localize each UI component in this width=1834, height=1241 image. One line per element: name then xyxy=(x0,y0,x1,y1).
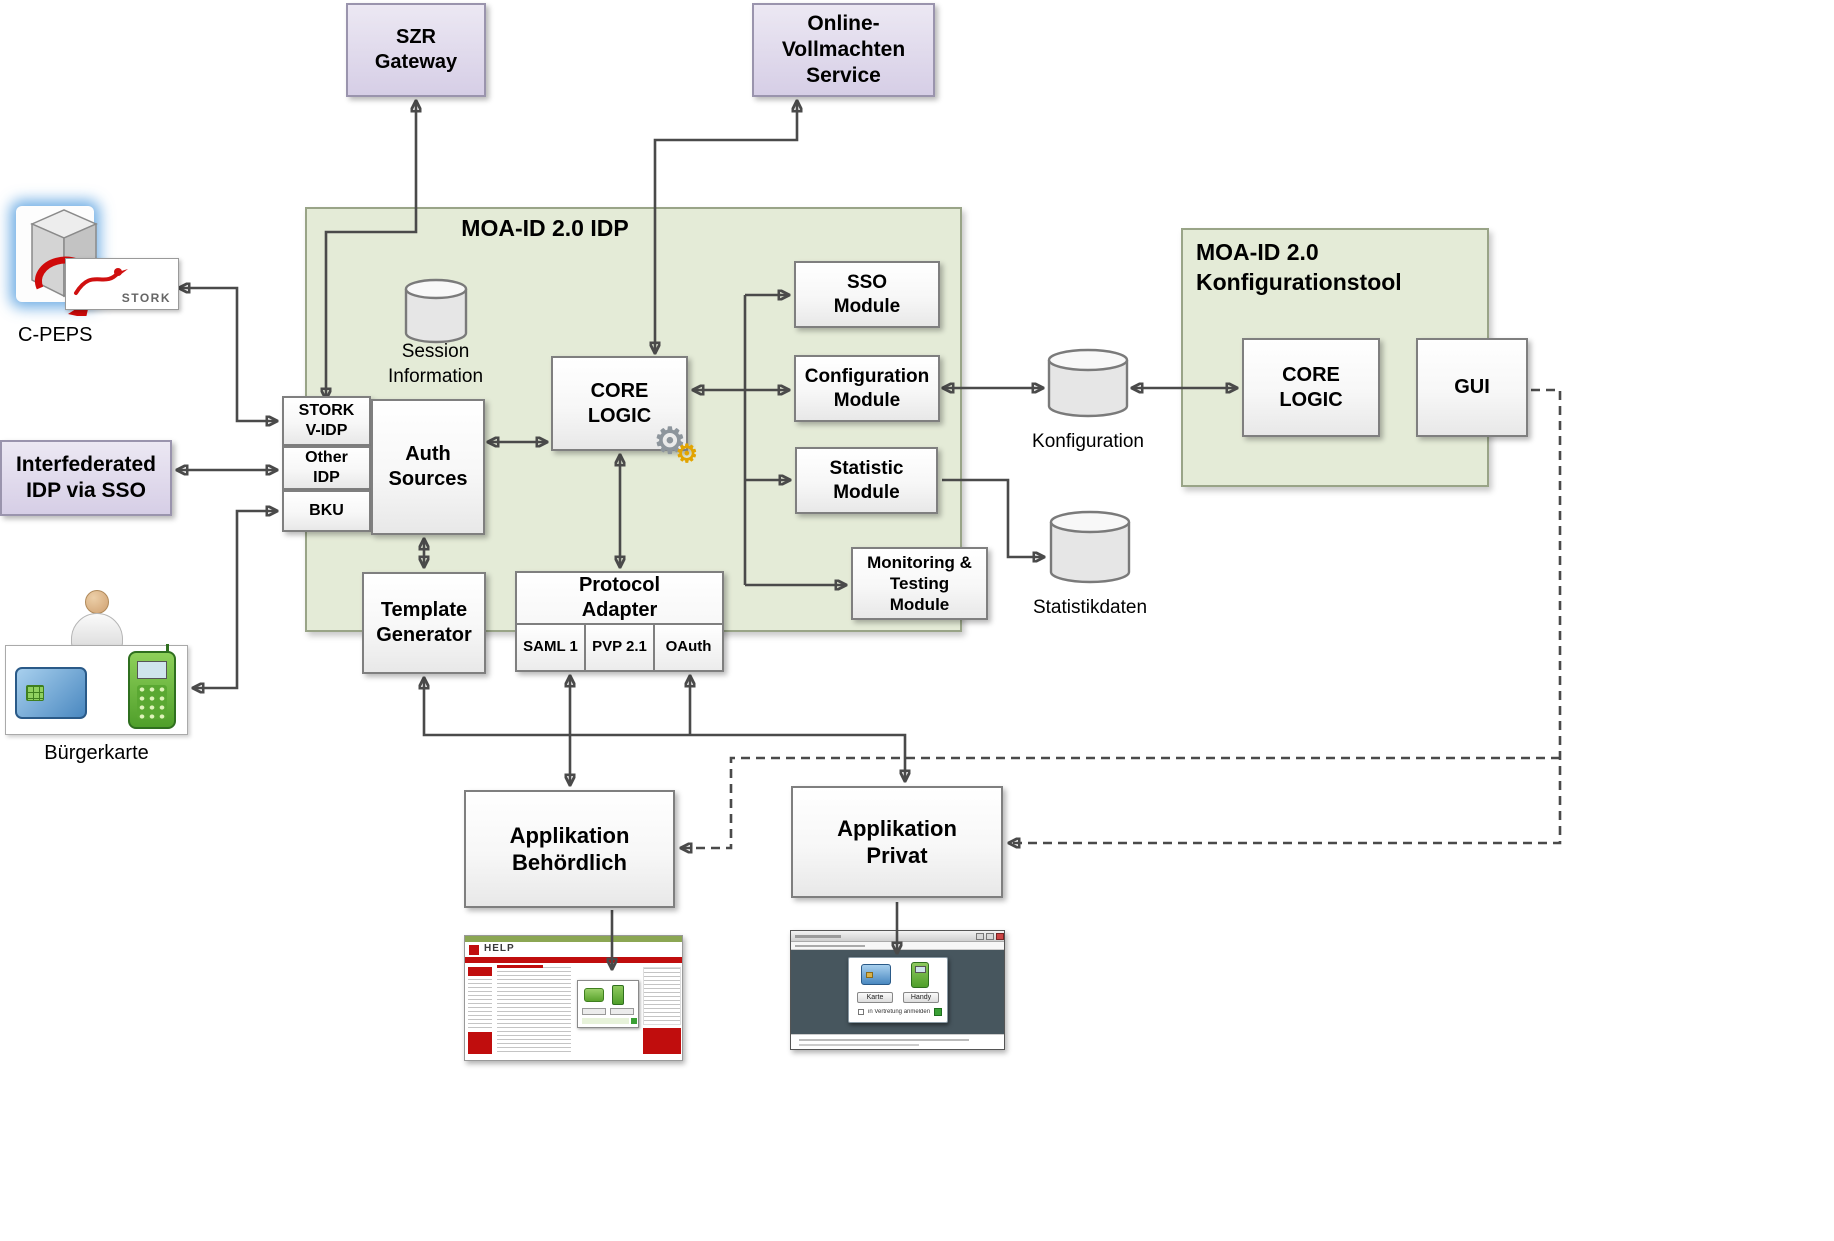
statusbar-text2 xyxy=(799,1044,919,1046)
protocol-saml1: SAML 1 xyxy=(517,625,584,670)
other-idp-node: Other IDP xyxy=(282,446,371,490)
konfigurationstool-title: MOA-ID 2.0 Konfigurationstool xyxy=(1196,239,1402,295)
mini-ok-icon xyxy=(631,1018,637,1024)
help-login-popup xyxy=(577,980,639,1028)
mini-checkbox-row xyxy=(582,1018,629,1024)
help-right-red-block xyxy=(643,1028,681,1054)
applikation-behoerdlich-node: Applikation Behördlich xyxy=(464,790,675,908)
core-logic-idp-node: CORE LOGIC ⚙ ⚙ xyxy=(551,356,698,467)
help-logo-icon xyxy=(469,945,479,955)
connector-statistic-statistikdaten xyxy=(942,478,1043,557)
phone-keypad xyxy=(137,685,167,719)
mini-handy-button xyxy=(610,1008,634,1015)
phone-screen xyxy=(915,966,926,973)
smartcard-icon xyxy=(15,667,87,719)
konfiguration-label: Konfiguration xyxy=(1032,431,1144,452)
sso-module-node: SSO Module xyxy=(794,261,940,328)
session-information-db-icon xyxy=(404,278,468,344)
stork-logo-label: STORK xyxy=(121,291,171,305)
buergerkarte-label: Bürgerkarte xyxy=(44,742,149,764)
core-logic-idp-label: CORE LOGIC xyxy=(587,379,652,427)
vertretung-checkbox xyxy=(858,1009,864,1015)
stork-vidp-node: STORK V-IDP xyxy=(282,396,371,446)
szr-gateway-node: SZR Gateway xyxy=(346,3,486,97)
close-icon xyxy=(996,933,1004,940)
help-left-red-block2 xyxy=(468,1032,492,1054)
statistikdaten-db-icon xyxy=(1049,510,1131,584)
phone-screen xyxy=(137,661,167,679)
connector-gui-appprivat-dashed xyxy=(1010,388,1562,843)
help-left-column xyxy=(468,967,492,1029)
login-dialog: Karte Handy in Vertretung anmelden xyxy=(848,957,948,1023)
protocol-adapter-node: Protocol Adapter SAML 1 PVP 2.1 OAuth xyxy=(515,571,724,672)
protocol-pvp21: PVP 2.1 xyxy=(584,625,653,670)
vertretung-label: in Vertretung anmelden xyxy=(868,1009,930,1015)
statistic-module-node: Statistic Module xyxy=(795,447,938,514)
cpeps-icon: STORK xyxy=(10,200,185,320)
handy-button: Handy xyxy=(903,992,939,1003)
mini-karte-button xyxy=(582,1008,606,1015)
connector-templategen-appprivat xyxy=(424,679,905,780)
secure-badge-icon xyxy=(934,1008,942,1016)
template-generator-node: Template Generator xyxy=(362,572,486,674)
auth-sources-node: Auth Sources xyxy=(371,399,485,535)
help-navbar xyxy=(465,957,682,963)
help-topbar xyxy=(465,936,682,942)
statistikdaten-label: Statistikdaten xyxy=(1032,597,1148,618)
buergerkarte-icon xyxy=(5,585,195,737)
stork-badge: STORK xyxy=(65,258,179,310)
help-portal-screenshot: HELP xyxy=(464,935,683,1061)
maximize-icon xyxy=(986,933,994,940)
connector-cpeps-storkvidp xyxy=(180,288,276,421)
help-heading-bar xyxy=(497,965,543,968)
card-icon xyxy=(861,964,891,985)
statusbar-text xyxy=(799,1039,969,1041)
help-title: HELP xyxy=(484,943,515,954)
idp-panel-title: MOA-ID 2.0 IDP xyxy=(461,215,629,241)
help-right-column xyxy=(643,967,681,1025)
protocol-oauth: OAuth xyxy=(653,625,722,670)
core-logic-konfigtool-node: CORE LOGIC xyxy=(1242,338,1380,437)
minimize-icon xyxy=(976,933,984,940)
mobile-phone-icon xyxy=(128,644,176,729)
protocol-row: SAML 1 PVP 2.1 OAuth xyxy=(517,623,722,670)
phone-antenna xyxy=(166,644,169,653)
monitoring-module-node: Monitoring & Testing Module xyxy=(851,547,988,620)
connector-vollmachten-corelogic xyxy=(655,102,797,352)
protocol-adapter-label: Protocol Adapter xyxy=(578,574,661,621)
connector-buergerkarte-bku xyxy=(194,511,276,688)
help-left-red-block xyxy=(468,967,492,976)
login-window-screenshot: Karte Handy in Vertretung anmelden xyxy=(790,930,1005,1050)
applikation-privat-node: Applikation Privat xyxy=(791,786,1003,898)
karte-button: Karte xyxy=(857,992,893,1003)
person-head-icon xyxy=(85,590,109,614)
interfederated-idp-node: Interfederated IDP via SSO xyxy=(0,440,172,516)
configuration-module-node: Configuration Module xyxy=(794,355,940,422)
titlebar-text xyxy=(795,935,841,938)
session-information-label: Session Information xyxy=(387,341,484,387)
phone-icon xyxy=(911,962,929,988)
menubar-text xyxy=(795,945,865,947)
konfiguration-db-icon xyxy=(1047,348,1129,418)
smartcard-chip-icon xyxy=(26,685,44,701)
card-chip-icon xyxy=(866,972,873,978)
mini-card-icon xyxy=(584,988,604,1002)
cpeps-label: C-PEPS xyxy=(18,324,93,346)
help-main-text xyxy=(497,967,571,1055)
online-vollmachten-node: Online- Vollmachten Service xyxy=(752,3,935,97)
person-body-icon xyxy=(71,613,123,649)
connector-gui-appbehoerdlich-dashed xyxy=(682,756,1560,848)
gui-node: GUI xyxy=(1416,338,1528,437)
window-statusbar xyxy=(791,1034,1004,1049)
gear-icon: ⚙ xyxy=(675,440,698,468)
stork-bird-icon xyxy=(74,268,128,295)
mini-phone-icon xyxy=(612,985,624,1005)
connector-szr-storkvidp xyxy=(326,102,416,398)
bku-node: BKU xyxy=(282,490,371,532)
gear-icon: ⚙ xyxy=(653,420,686,461)
